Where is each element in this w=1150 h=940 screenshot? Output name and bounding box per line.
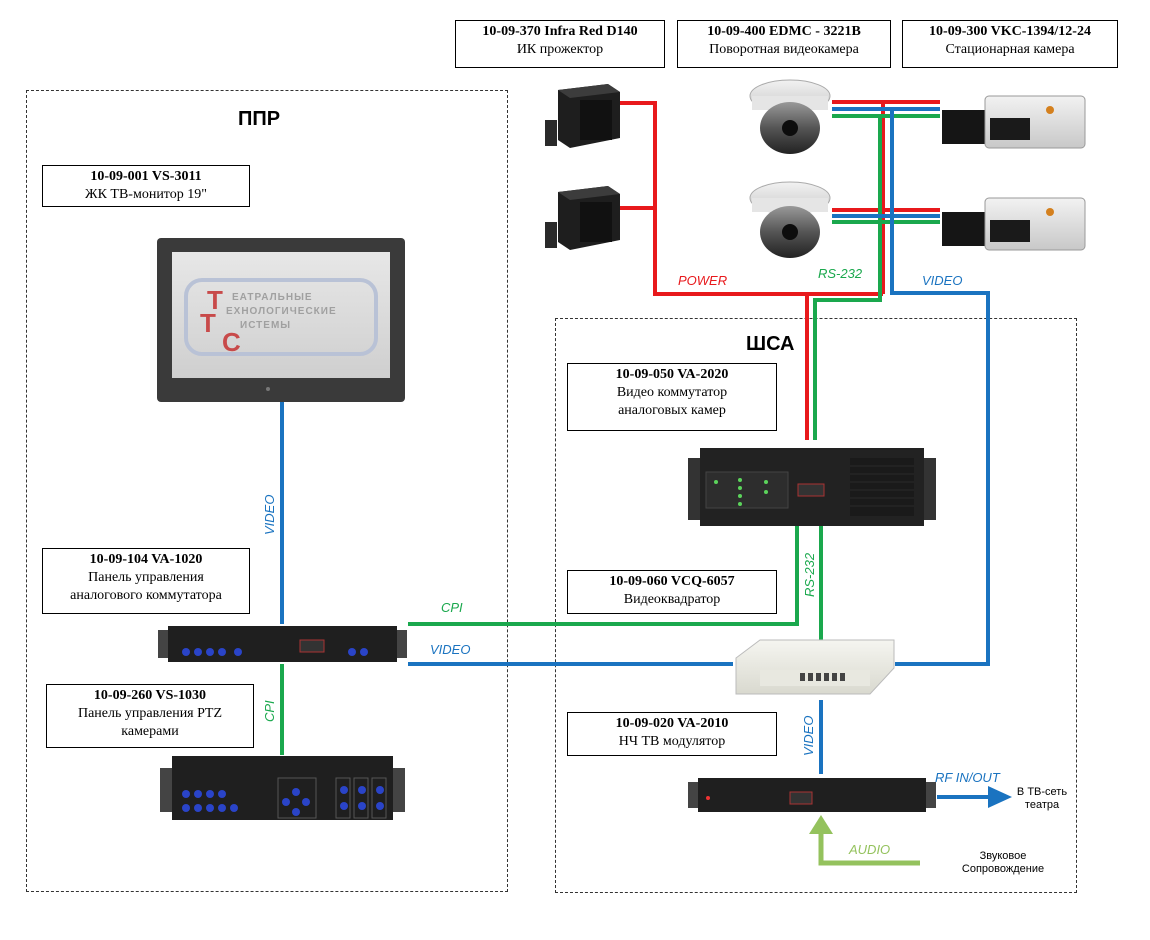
ptz-panel-label: 10-09-260 VS-1030 Панель управления PTZ …	[46, 684, 254, 748]
switcher-code: 10-09-050 VA-2020	[615, 367, 729, 382]
rf-label: RF IN/OUT	[935, 770, 1000, 785]
monitor-code: 10-09-001 VS-3011	[90, 169, 202, 184]
video-mod-label: VIDEO	[801, 715, 816, 756]
tv-network-line-2: театра	[1024, 799, 1060, 811]
switch-control-panel	[158, 626, 407, 662]
power-cable	[618, 100, 940, 440]
switch-panel-desc-2: аналогового коммутатора	[70, 588, 222, 603]
monitor-label: 10-09-001 VS-3011 ЖК ТВ-монитор 19"	[42, 165, 250, 207]
ptz-camera-label: 10-09-400 EDMC - 3221B Поворотная видеок…	[677, 20, 891, 68]
video-mid-label: VIDEO	[430, 642, 471, 657]
tv-modulator-unit	[688, 778, 936, 812]
svg-text:С: С	[222, 327, 241, 357]
fixed-camera-2	[942, 197, 1086, 251]
cpi-top-label: CPI	[441, 600, 463, 615]
switch-panel-desc-1: Панель управления	[88, 570, 204, 585]
fixed-camera-1	[942, 95, 1086, 149]
video-top-label: VIDEO	[922, 273, 963, 288]
tv-network-line-1: В ТВ-сеть	[1016, 786, 1068, 798]
rs232-top-label: RS-232	[818, 266, 863, 281]
logo-line-1: ЕАТРАЛЬНЫЕ	[232, 292, 313, 303]
video-quad-unit	[735, 639, 895, 695]
video-switcher-unit	[688, 448, 936, 526]
ptz-panel-desc-1: Панель управления PTZ	[77, 706, 223, 721]
ptz-panel-desc-2: камерами	[121, 724, 179, 739]
ppr-zone-title: ППР	[238, 108, 281, 130]
ptz-dome-camera-2	[749, 181, 831, 258]
ir-desc: ИК прожектор	[516, 42, 604, 57]
modulator-desc: НЧ ТВ модулятор	[618, 734, 726, 749]
ppr-zone	[26, 90, 508, 892]
modulator-label: 10-09-020 VA-2010 НЧ ТВ модулятор	[567, 712, 777, 756]
rs232-mid-label: RS-232	[802, 552, 817, 597]
quad-label: 10-09-060 VCQ-6057 Видеоквадратор	[567, 570, 777, 614]
ptz-cam-desc: Поворотная видеокамера	[709, 42, 859, 57]
logo-text: ЕАТРАЛЬНЫЕ ЕХНОЛОГИЧЕСКИЕ ИСТЕМЫ	[226, 291, 382, 333]
ir-projector-1	[545, 84, 620, 148]
cpi-left-label: CPI	[262, 700, 277, 722]
power-label: POWER	[678, 273, 728, 288]
fixed-cam-desc: Стационарная камера	[945, 42, 1075, 57]
audio-input-arrow	[809, 815, 920, 866]
ptz-cam-code: 10-09-400 EDMC - 3221B	[707, 24, 861, 39]
switcher-desc-2: аналоговых камер	[618, 403, 726, 418]
tv-network-note: В ТВ-сеть театра	[1012, 786, 1072, 812]
ptz-control-panel	[160, 756, 405, 820]
sound-note: Звуковое Сопровождение	[948, 850, 1058, 876]
fixed-camera-label: 10-09-300 VKC-1394/12-24 Стационарная ка…	[902, 20, 1118, 68]
sound-line-2: Сопровождение	[961, 863, 1045, 875]
ir-projector-label: 10-09-370 Infra Red D140 ИК прожектор	[455, 20, 665, 68]
sha-zone-title: ШСА	[746, 333, 795, 355]
ptz-panel-code: 10-09-260 VS-1030	[93, 688, 207, 703]
logo-line-2: ЕХНОЛОГИЧЕСКИЕ	[226, 306, 337, 317]
modulator-code: 10-09-020 VA-2010	[615, 716, 729, 731]
switch-panel-label: 10-09-104 VA-1020 Панель управления анал…	[42, 548, 250, 614]
ir-code: 10-09-370 Infra Red D140	[482, 24, 638, 39]
quad-code: 10-09-060 VCQ-6057	[609, 574, 735, 589]
switch-panel-code: 10-09-104 VA-1020	[89, 552, 203, 567]
ir-projector-2	[545, 186, 620, 250]
lcd-monitor	[157, 238, 405, 402]
svg-text:Т: Т	[207, 285, 223, 315]
monitor-desc: ЖК ТВ-монитор 19"	[85, 187, 207, 202]
logo-line-3: ИСТЕМЫ	[240, 320, 292, 331]
rf-output-arrow	[937, 786, 1012, 808]
video-cable	[280, 107, 990, 774]
tts-logo: Т Т С	[200, 285, 241, 357]
video-monitor-label: VIDEO	[262, 494, 277, 535]
audio-label: AUDIO	[849, 842, 891, 857]
svg-text:Т: Т	[200, 308, 216, 338]
switcher-desc-1: Видео коммутатор	[616, 385, 728, 400]
sound-line-1: Звуковое	[979, 850, 1027, 862]
ptz-dome-camera-1	[749, 79, 831, 154]
quad-desc: Видеоквадратор	[623, 592, 721, 607]
fixed-cam-code: 10-09-300 VKC-1394/12-24	[929, 24, 1091, 39]
switcher-label: 10-09-050 VA-2020 Видео коммутатор анало…	[567, 363, 777, 431]
